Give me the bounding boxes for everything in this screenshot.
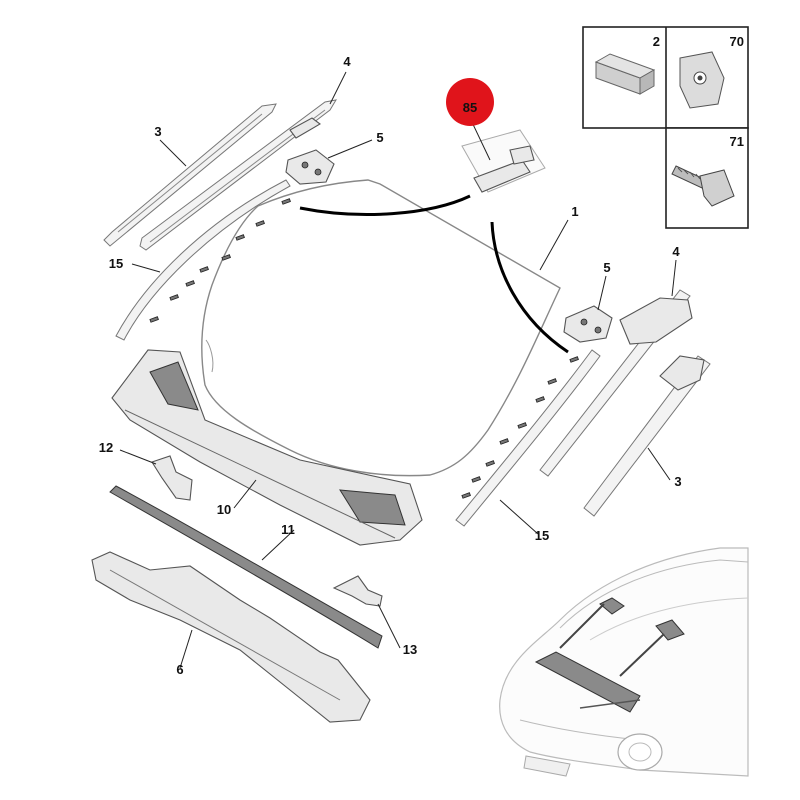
inset-label-71: 71 [730, 134, 744, 149]
callout-5-right: 5 [603, 260, 610, 275]
bracket-13 [332, 575, 383, 607]
callout-3-right: 3 [674, 474, 681, 489]
screw-71 [671, 165, 735, 207]
callout-4-right: 4 [672, 244, 680, 259]
callout-6: 6 [176, 662, 183, 677]
a-pillar-right [539, 289, 693, 477]
callout-5-left: 5 [376, 130, 383, 145]
bracket-12 [151, 455, 193, 501]
inset-label-2: 2 [653, 34, 660, 49]
leader-lines [119, 71, 677, 669]
inset-box: 2 70 71 [582, 26, 749, 229]
callout-3-left: 3 [154, 124, 161, 139]
pillar-trim-left [103, 103, 277, 247]
callout-13: 13 [403, 642, 417, 657]
callout-12: 12 [99, 440, 113, 455]
callout-11: 11 [281, 522, 295, 537]
callout-4-left: 4 [343, 54, 351, 69]
clip-nut-70 [679, 51, 725, 109]
highlight-marker [446, 78, 494, 126]
callout-85: 85 [463, 100, 477, 115]
seal-moulding-left [115, 179, 291, 341]
cross-member-6 [91, 551, 371, 723]
cross-member-11 [109, 485, 383, 649]
bracket-right [563, 305, 613, 343]
inset-label-70: 70 [730, 34, 744, 49]
seal-moulding-right [455, 349, 601, 527]
detail-85 [299, 117, 569, 354]
windshield-glass [201, 179, 561, 477]
car-locator-illustration [499, 547, 749, 777]
callout-1: 1 [571, 204, 578, 219]
block-2 [594, 53, 656, 95]
bracket-left [285, 149, 335, 185]
clips-left [149, 198, 291, 323]
pillar-trim-right [583, 355, 711, 517]
a-pillar-left [139, 99, 337, 251]
callout-15-right: 15 [535, 528, 549, 543]
clips-right [461, 356, 579, 499]
callout-10: 10 [217, 502, 231, 517]
callout-15-left: 15 [109, 256, 123, 271]
cowl-panel [111, 349, 423, 546]
